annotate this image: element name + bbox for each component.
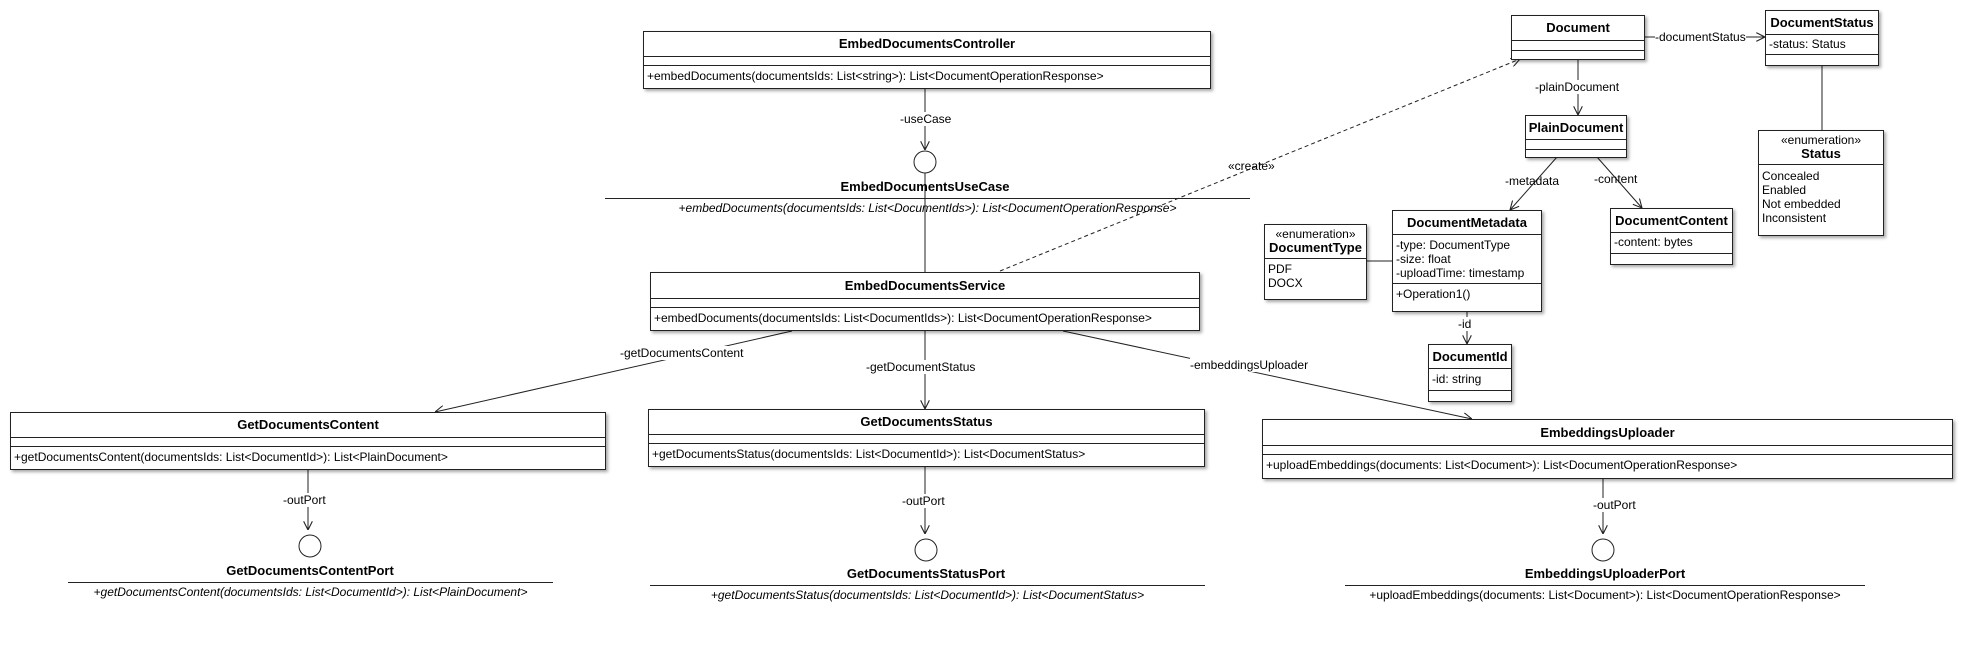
get-documents-status-attr-compartment — [649, 435, 1204, 444]
get-documents-status-operation: +getDocumentsStatus(documentsIds: List<D… — [652, 447, 1086, 461]
plain-document-class[interactable]: PlainDocument — [1525, 115, 1627, 158]
get-documents-content-label: -getDocumentsContent — [620, 346, 744, 360]
content-port-operation: +getDocumentsContent(documentsIds: List<… — [68, 582, 553, 599]
metadata-association — [1510, 156, 1558, 210]
document-content-class[interactable]: DocumentContent -content: bytes — [1610, 208, 1733, 265]
uploader-port-lollipop — [1591, 538, 1615, 562]
metadata-attribute: -type: DocumentType — [1396, 238, 1511, 252]
get-documents-status-class[interactable]: GetDocumentsStatus +getDocumentsStatus(d… — [648, 409, 1205, 467]
service-class[interactable]: EmbedDocumentsService +embedDocuments(do… — [650, 272, 1200, 331]
metadata-attribute: -size: float — [1396, 252, 1451, 266]
embeddings-uploader-class[interactable]: EmbeddingsUploader +uploadEmbeddings(doc… — [1262, 419, 1953, 479]
use-case-interface-operation: +embedDocuments(documentsIds: List<Docum… — [605, 198, 1250, 215]
controller-operation: +embedDocuments(documentsIds: List<strin… — [647, 69, 1104, 83]
status-port-lollipop — [914, 538, 938, 562]
status-port-name: GetDocumentsStatusPort — [846, 566, 1006, 581]
id-label: -id — [1458, 317, 1472, 331]
content-label: -content — [1594, 172, 1638, 186]
document-metadata-name: DocumentMetadata — [1393, 211, 1541, 235]
document-type-value: DOCX — [1268, 276, 1303, 290]
controller-attr-compartment — [644, 57, 1210, 66]
plain-document-attr-compartment — [1526, 140, 1626, 150]
document-id-name: DocumentId — [1429, 345, 1511, 369]
get-documents-content-class[interactable]: GetDocumentsContent +getDocumentsContent… — [10, 412, 606, 470]
embeddings-uploader-association — [1062, 330, 1472, 419]
document-type-enumeration[interactable]: «enumeration» DocumentType PDF DOCX — [1264, 224, 1367, 300]
content-association — [1596, 156, 1642, 208]
metadata-label: -metadata — [1505, 174, 1560, 188]
status-value: Concealed — [1762, 169, 1820, 183]
embeddings-uploader-label: -embeddingsUploader — [1190, 358, 1309, 372]
document-type-stereotype: «enumeration» — [1275, 227, 1356, 241]
embeddings-uploader-operation: +uploadEmbeddings(documents: List<Docume… — [1266, 458, 1738, 472]
content-port-name: GetDocumentsContentPort — [226, 563, 394, 578]
uploader-port-name: EmbeddingsUploaderPort — [1524, 566, 1686, 581]
document-id-attribute: -id: string — [1429, 369, 1511, 391]
document-class-name: Document — [1512, 16, 1644, 41]
document-id-class[interactable]: DocumentId -id: string — [1428, 344, 1512, 402]
service-operation: +embedDocuments(documentsIds: List<Docum… — [654, 311, 1152, 325]
content-out-port-label: -outPort — [283, 493, 326, 507]
uploader-port-operation: +uploadEmbeddings(documents: List<Docume… — [1345, 585, 1865, 602]
status-value: Enabled — [1762, 183, 1807, 197]
status-out-port-label: -outPort — [902, 494, 945, 508]
controller-class-name: EmbedDocumentsController — [644, 32, 1210, 57]
document-status-label: -documentStatus — [1655, 30, 1746, 44]
controller-class[interactable]: EmbedDocumentsController +embedDocuments… — [643, 31, 1211, 89]
status-port-operation: +getDocumentsStatus(documentsIds: List<D… — [650, 585, 1205, 602]
plain-document-name: PlainDocument — [1526, 116, 1626, 140]
metadata-attribute: -uploadTime: timestamp — [1393, 266, 1541, 284]
status-stereotype: «enumeration» — [1780, 133, 1862, 147]
get-documents-content-name: GetDocumentsContent — [11, 413, 605, 438]
use-case-interface-name: EmbedDocumentsUseCase — [840, 179, 1010, 194]
get-documents-content-association — [435, 330, 793, 412]
document-content-attribute: -content: bytes — [1611, 233, 1732, 254]
status-value: Inconsistent — [1762, 211, 1827, 225]
document-status-attribute: -status: Status — [1766, 35, 1878, 55]
status-value: Not embedded — [1762, 197, 1841, 211]
plain-document-label: -plainDocument — [1535, 80, 1620, 94]
status-enum-name: Status — [1759, 147, 1883, 165]
status-enumeration[interactable]: «enumeration» Status Concealed Enabled N… — [1758, 130, 1884, 236]
content-port-lollipop — [298, 534, 322, 558]
document-class[interactable]: Document — [1511, 15, 1645, 60]
document-content-name: DocumentContent — [1611, 209, 1732, 233]
get-documents-content-attr-compartment — [11, 438, 605, 447]
document-type-name: DocumentType — [1265, 241, 1366, 259]
use-case-label: -useCase — [900, 112, 952, 126]
use-case-lollipop — [913, 150, 937, 174]
embeddings-uploader-attr-compartment — [1263, 446, 1952, 455]
document-status-name: DocumentStatus — [1766, 11, 1878, 35]
document-type-value: PDF — [1268, 262, 1292, 276]
service-attr-compartment — [651, 299, 1199, 308]
create-label: «create» — [1228, 159, 1275, 173]
metadata-operation: +Operation1() — [1396, 287, 1471, 301]
get-documents-status-name: GetDocumentsStatus — [649, 410, 1204, 435]
create-dependency — [999, 59, 1520, 272]
uploader-out-port-label: -outPort — [1593, 498, 1636, 512]
document-status-class[interactable]: DocumentStatus -status: Status — [1765, 10, 1879, 66]
get-document-status-label: -getDocumentStatus — [866, 360, 976, 374]
get-documents-content-operation: +getDocumentsContent(documentsIds: List<… — [14, 450, 448, 464]
document-attr-compartment — [1512, 41, 1644, 51]
document-metadata-class[interactable]: DocumentMetadata -type: DocumentType -si… — [1392, 210, 1542, 312]
service-class-name: EmbedDocumentsService — [651, 273, 1199, 299]
embeddings-uploader-name: EmbeddingsUploader — [1263, 420, 1952, 446]
